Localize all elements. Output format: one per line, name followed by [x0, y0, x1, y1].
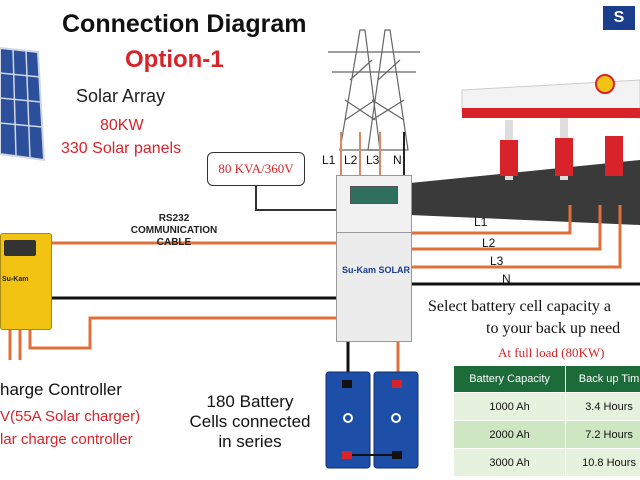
- charge-controller-spec-2: lar charge controller: [0, 431, 133, 448]
- inverter-upper-unit: [336, 175, 412, 233]
- backup-table: Battery Capacity Back up Tim 1000 Ah 3.4…: [452, 365, 640, 477]
- table-cell: 10.8 Hours: [565, 448, 640, 477]
- column-header-backup: Back up Tim: [565, 365, 640, 393]
- grid-rating-box: 80 KVA/360V: [207, 152, 305, 186]
- brand-logo: S: [603, 6, 635, 30]
- battery-wires: [346, 340, 400, 372]
- output-phase-l2: L2: [482, 236, 496, 250]
- grid-input-wires: [340, 132, 405, 176]
- battery-line2: Cells connected: [189, 412, 311, 431]
- charge-controller-logo: Su-Kam: [2, 276, 29, 283]
- output-phase-l1: L1: [474, 215, 488, 229]
- table-row: 2000 Ah 7.2 Hours: [452, 420, 640, 449]
- kva-connector: [255, 184, 336, 211]
- petrol-station-icon: [390, 74, 640, 225]
- controller-wires: [8, 241, 336, 360]
- full-load-label: At full load (80KW): [498, 345, 605, 360]
- charge-controller-title: harge Controller: [0, 380, 122, 399]
- table-row: 3000 Ah 10.8 Hours: [452, 448, 640, 477]
- battery-bank-icon: [325, 371, 419, 469]
- column-header-capacity: Battery Capacity: [452, 365, 567, 393]
- rs232-label: RS232 COMMUNICATION CABLE: [120, 213, 228, 249]
- phase-label-n: N: [393, 153, 402, 167]
- solar-array-power: 80KW: [100, 117, 144, 134]
- backup-instruction-line2: to your back up need: [486, 320, 621, 337]
- option-label: Option-1: [125, 46, 224, 73]
- inverter-display: [350, 186, 398, 204]
- battery-line3: in series: [218, 432, 282, 451]
- inverter-lower-unit: [336, 232, 412, 342]
- solar-array-label: Solar Array: [76, 86, 166, 106]
- charge-controller-spec-1: V(55A Solar charger): [0, 408, 141, 425]
- rs232-line2: COMMUNICATION: [130, 225, 218, 236]
- table-cell: 2000 Ah: [452, 420, 567, 449]
- solar-panel-icon: [0, 46, 46, 162]
- battery-line1: 180 Battery: [206, 392, 294, 411]
- solar-array-panels: 330 Solar panels: [61, 140, 182, 157]
- inverter-logo: Su-Kam SOLAR: [342, 265, 411, 275]
- output-phase-n: N: [502, 272, 511, 286]
- rs232-line3: CABLE: [156, 237, 192, 248]
- page-title: Connection Diagram: [62, 10, 307, 38]
- table-row: 1000 Ah 3.4 Hours: [452, 392, 640, 421]
- output-phase-l3: L3: [490, 254, 504, 268]
- backup-instruction-line1: Select battery cell capacity a: [428, 298, 612, 315]
- output-wires: [411, 205, 640, 286]
- table-cell: 7.2 Hours: [565, 420, 640, 449]
- battery-description: 180 Battery Cells connected in series: [186, 392, 314, 452]
- transmission-tower-icon: [328, 29, 420, 151]
- table-header-row: Battery Capacity Back up Tim: [452, 365, 640, 393]
- rs232-line1: RS232: [158, 213, 190, 224]
- table-cell: 3000 Ah: [452, 448, 567, 477]
- table-cell: 3.4 Hours: [565, 392, 640, 421]
- charge-controller-display: [4, 240, 36, 256]
- table-cell: 1000 Ah: [452, 392, 567, 421]
- phase-label-l3: L3: [366, 153, 380, 167]
- phase-label-l2: L2: [344, 153, 358, 167]
- phase-label-l1: L1: [322, 153, 336, 167]
